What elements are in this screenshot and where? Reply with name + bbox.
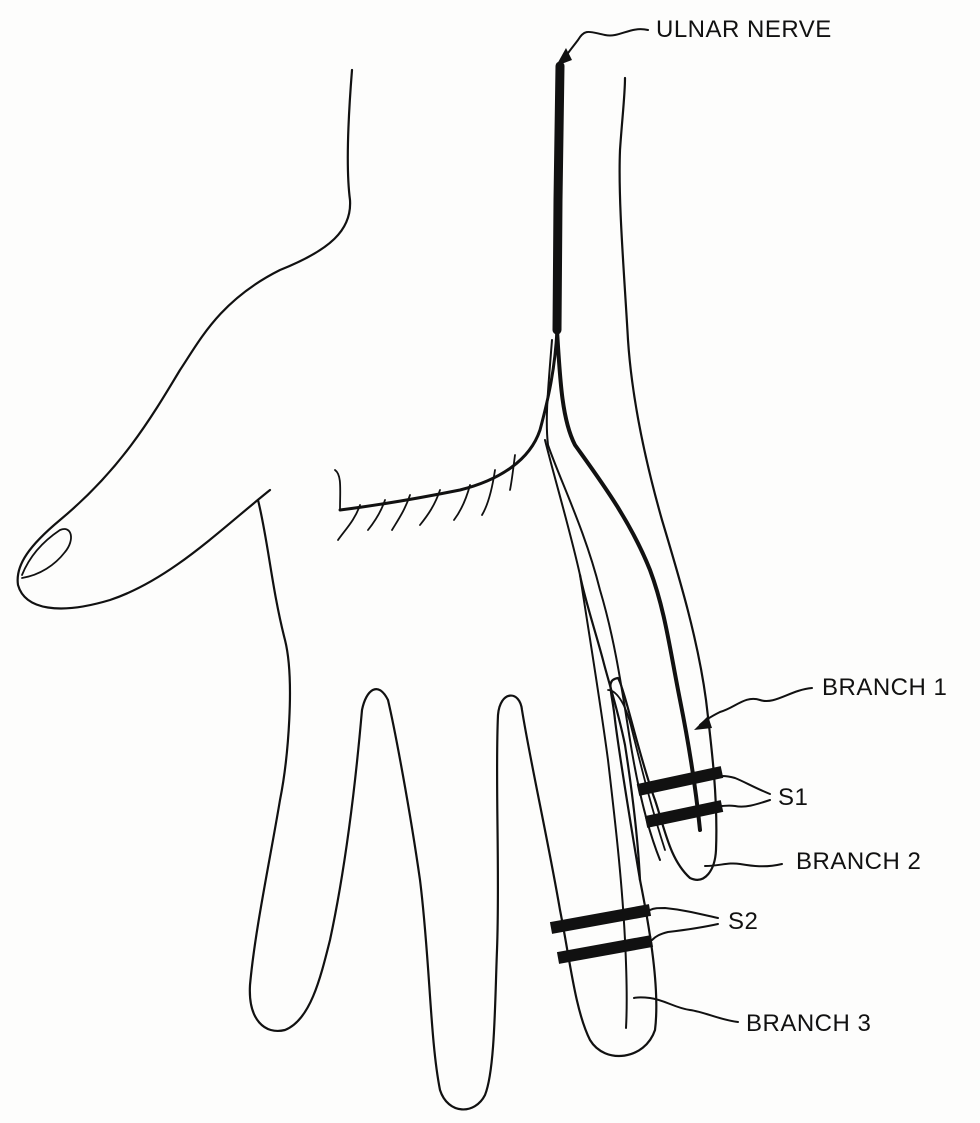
nerve-branch-deep [340, 330, 557, 510]
ulnar-nerve-leader [562, 29, 648, 62]
s1-label: S1 [778, 786, 808, 810]
branch-3-leader [634, 997, 738, 1022]
hand-outline-thumb [18, 70, 352, 608]
ulnar-nerve-trunk [557, 66, 560, 330]
hand-outline-palm-left [250, 500, 656, 1109]
s2-electrodes [551, 910, 652, 958]
s1-leader-lower [722, 800, 770, 807]
branch-1-label: BRANCH 1 [822, 676, 947, 700]
branch-1-leader [700, 688, 812, 725]
branch-2-leader [705, 863, 782, 866]
s2-electrode-upper [551, 910, 650, 928]
s2-leader-upper [650, 908, 718, 918]
s2-electrode-lower [558, 941, 652, 958]
nerve-branch-2 [547, 340, 660, 860]
thumb-nail [22, 529, 71, 578]
branch-2-label: BRANCH 2 [796, 850, 921, 874]
s2-leader-lower [652, 924, 718, 940]
s1-electrodes [638, 772, 722, 822]
nerve-branch-3 [545, 440, 627, 1028]
branch-3-label: BRANCH 3 [746, 1012, 871, 1036]
s1-leader-upper [722, 776, 770, 794]
s2-label: S2 [728, 910, 758, 934]
ulnar-nerve-label: ULNAR NERVE [656, 18, 832, 42]
s1-electrode-upper [638, 772, 722, 790]
